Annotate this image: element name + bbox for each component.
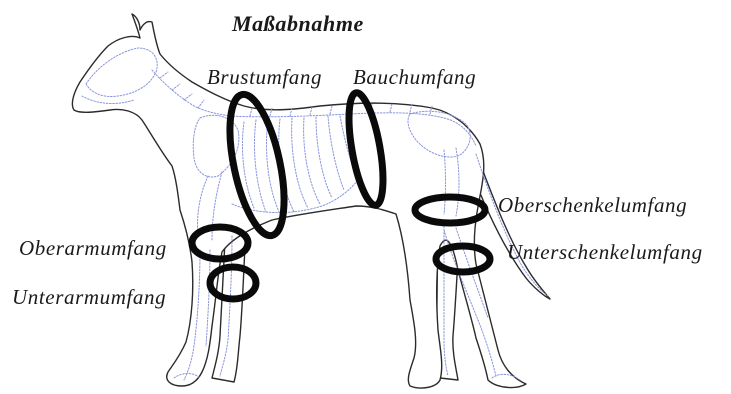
label-brustumfang: Brustumfang xyxy=(207,67,322,88)
label-oberschenkelumfang: Oberschenkelumfang xyxy=(498,195,687,216)
diagram-title: Maßabnahme xyxy=(232,13,364,35)
tail-vertebrae xyxy=(476,154,548,296)
label-bauchumfang: Bauchumfang xyxy=(353,67,476,88)
label-unterarmumfang: Unterarmumfang xyxy=(12,287,166,308)
label-unterschenkelumfang: Unterschenkelumfang xyxy=(507,242,703,263)
label-oberarmumfang: Oberarmumfang xyxy=(19,238,167,259)
